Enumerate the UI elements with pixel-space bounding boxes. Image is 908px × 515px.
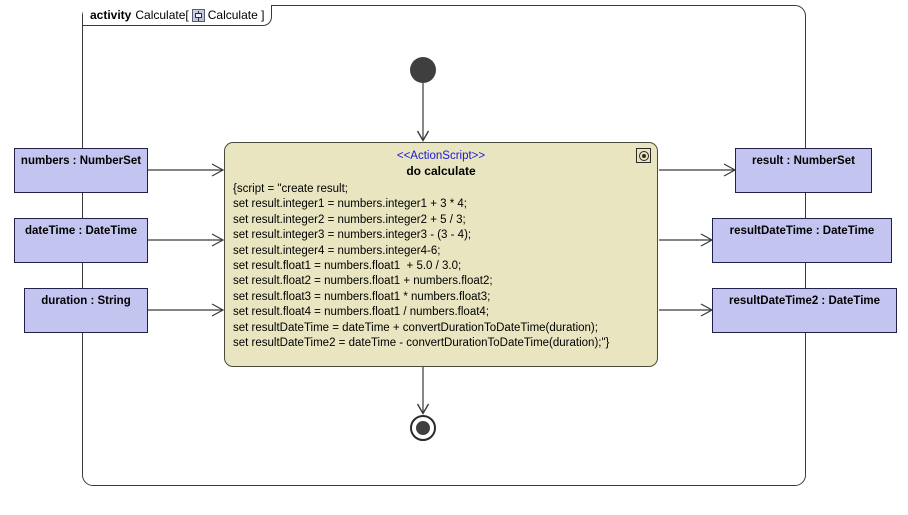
action-name: do calculate <box>406 164 476 178</box>
action-script-body: {script = "create result; set result.int… <box>225 182 657 351</box>
script-line: set result.integer3 = numbers.integer3 -… <box>233 229 472 242</box>
input-parameter-datetime[interactable]: dateTime : DateTime <box>14 218 148 263</box>
input-parameter-duration[interactable]: duration : String <box>24 288 148 333</box>
input-parameter-numbers[interactable]: numbers : NumberSet <box>14 148 148 193</box>
script-line: set result.integer1 = numbers.integer1 +… <box>233 198 467 211</box>
behavior-gear-icon[interactable] <box>636 148 651 163</box>
output-parameter-resultdatetime[interactable]: resultDateTime : DateTime <box>712 218 892 263</box>
frame-inner-name: Calculate ] <box>207 8 265 22</box>
parameter-label: resultDateTime : DateTime <box>729 225 875 237</box>
activity-diagram-icon <box>191 8 205 22</box>
script-line: set result.integer4 = numbers.integer4-6… <box>233 244 441 257</box>
script-line: set result.float3 = numbers.float1 * num… <box>233 290 491 303</box>
action-stereotype: <<ActionScript>> <box>396 150 486 162</box>
script-line: set resultDateTime2 = dateTime - convert… <box>233 337 610 350</box>
output-parameter-result[interactable]: result : NumberSet <box>735 148 872 193</box>
output-parameter-resultdatetime2[interactable]: resultDateTime2 : DateTime <box>712 288 897 333</box>
parameter-label: dateTime : DateTime <box>24 225 138 237</box>
script-line: set result.float1 = numbers.float1 + 5.0… <box>233 260 462 273</box>
script-line: set resultDateTime = dateTime + convertD… <box>233 321 598 334</box>
frame-name: Calculate[ <box>135 8 189 22</box>
script-line: set result.float4 = numbers.float1 / num… <box>233 306 490 319</box>
parameter-label: numbers : NumberSet <box>20 155 142 167</box>
action-node-do-calculate[interactable]: <<ActionScript>> do calculate {script = … <box>224 142 658 367</box>
script-line: {script = "create result; <box>233 183 348 195</box>
script-line: set result.integer2 = numbers.integer2 +… <box>233 213 466 226</box>
parameter-label: resultDateTime2 : DateTime <box>728 295 881 307</box>
frame-keyword: activity <box>90 8 132 22</box>
script-line: set result.float2 = numbers.float1 + num… <box>233 275 493 288</box>
activity-frame-header[interactable]: activity Calculate[ Calculate ] <box>83 5 273 26</box>
initial-node[interactable] <box>410 57 436 83</box>
parameter-label: duration : String <box>41 295 131 307</box>
activity-final-node[interactable] <box>410 415 436 441</box>
parameter-label: result : NumberSet <box>752 155 855 167</box>
